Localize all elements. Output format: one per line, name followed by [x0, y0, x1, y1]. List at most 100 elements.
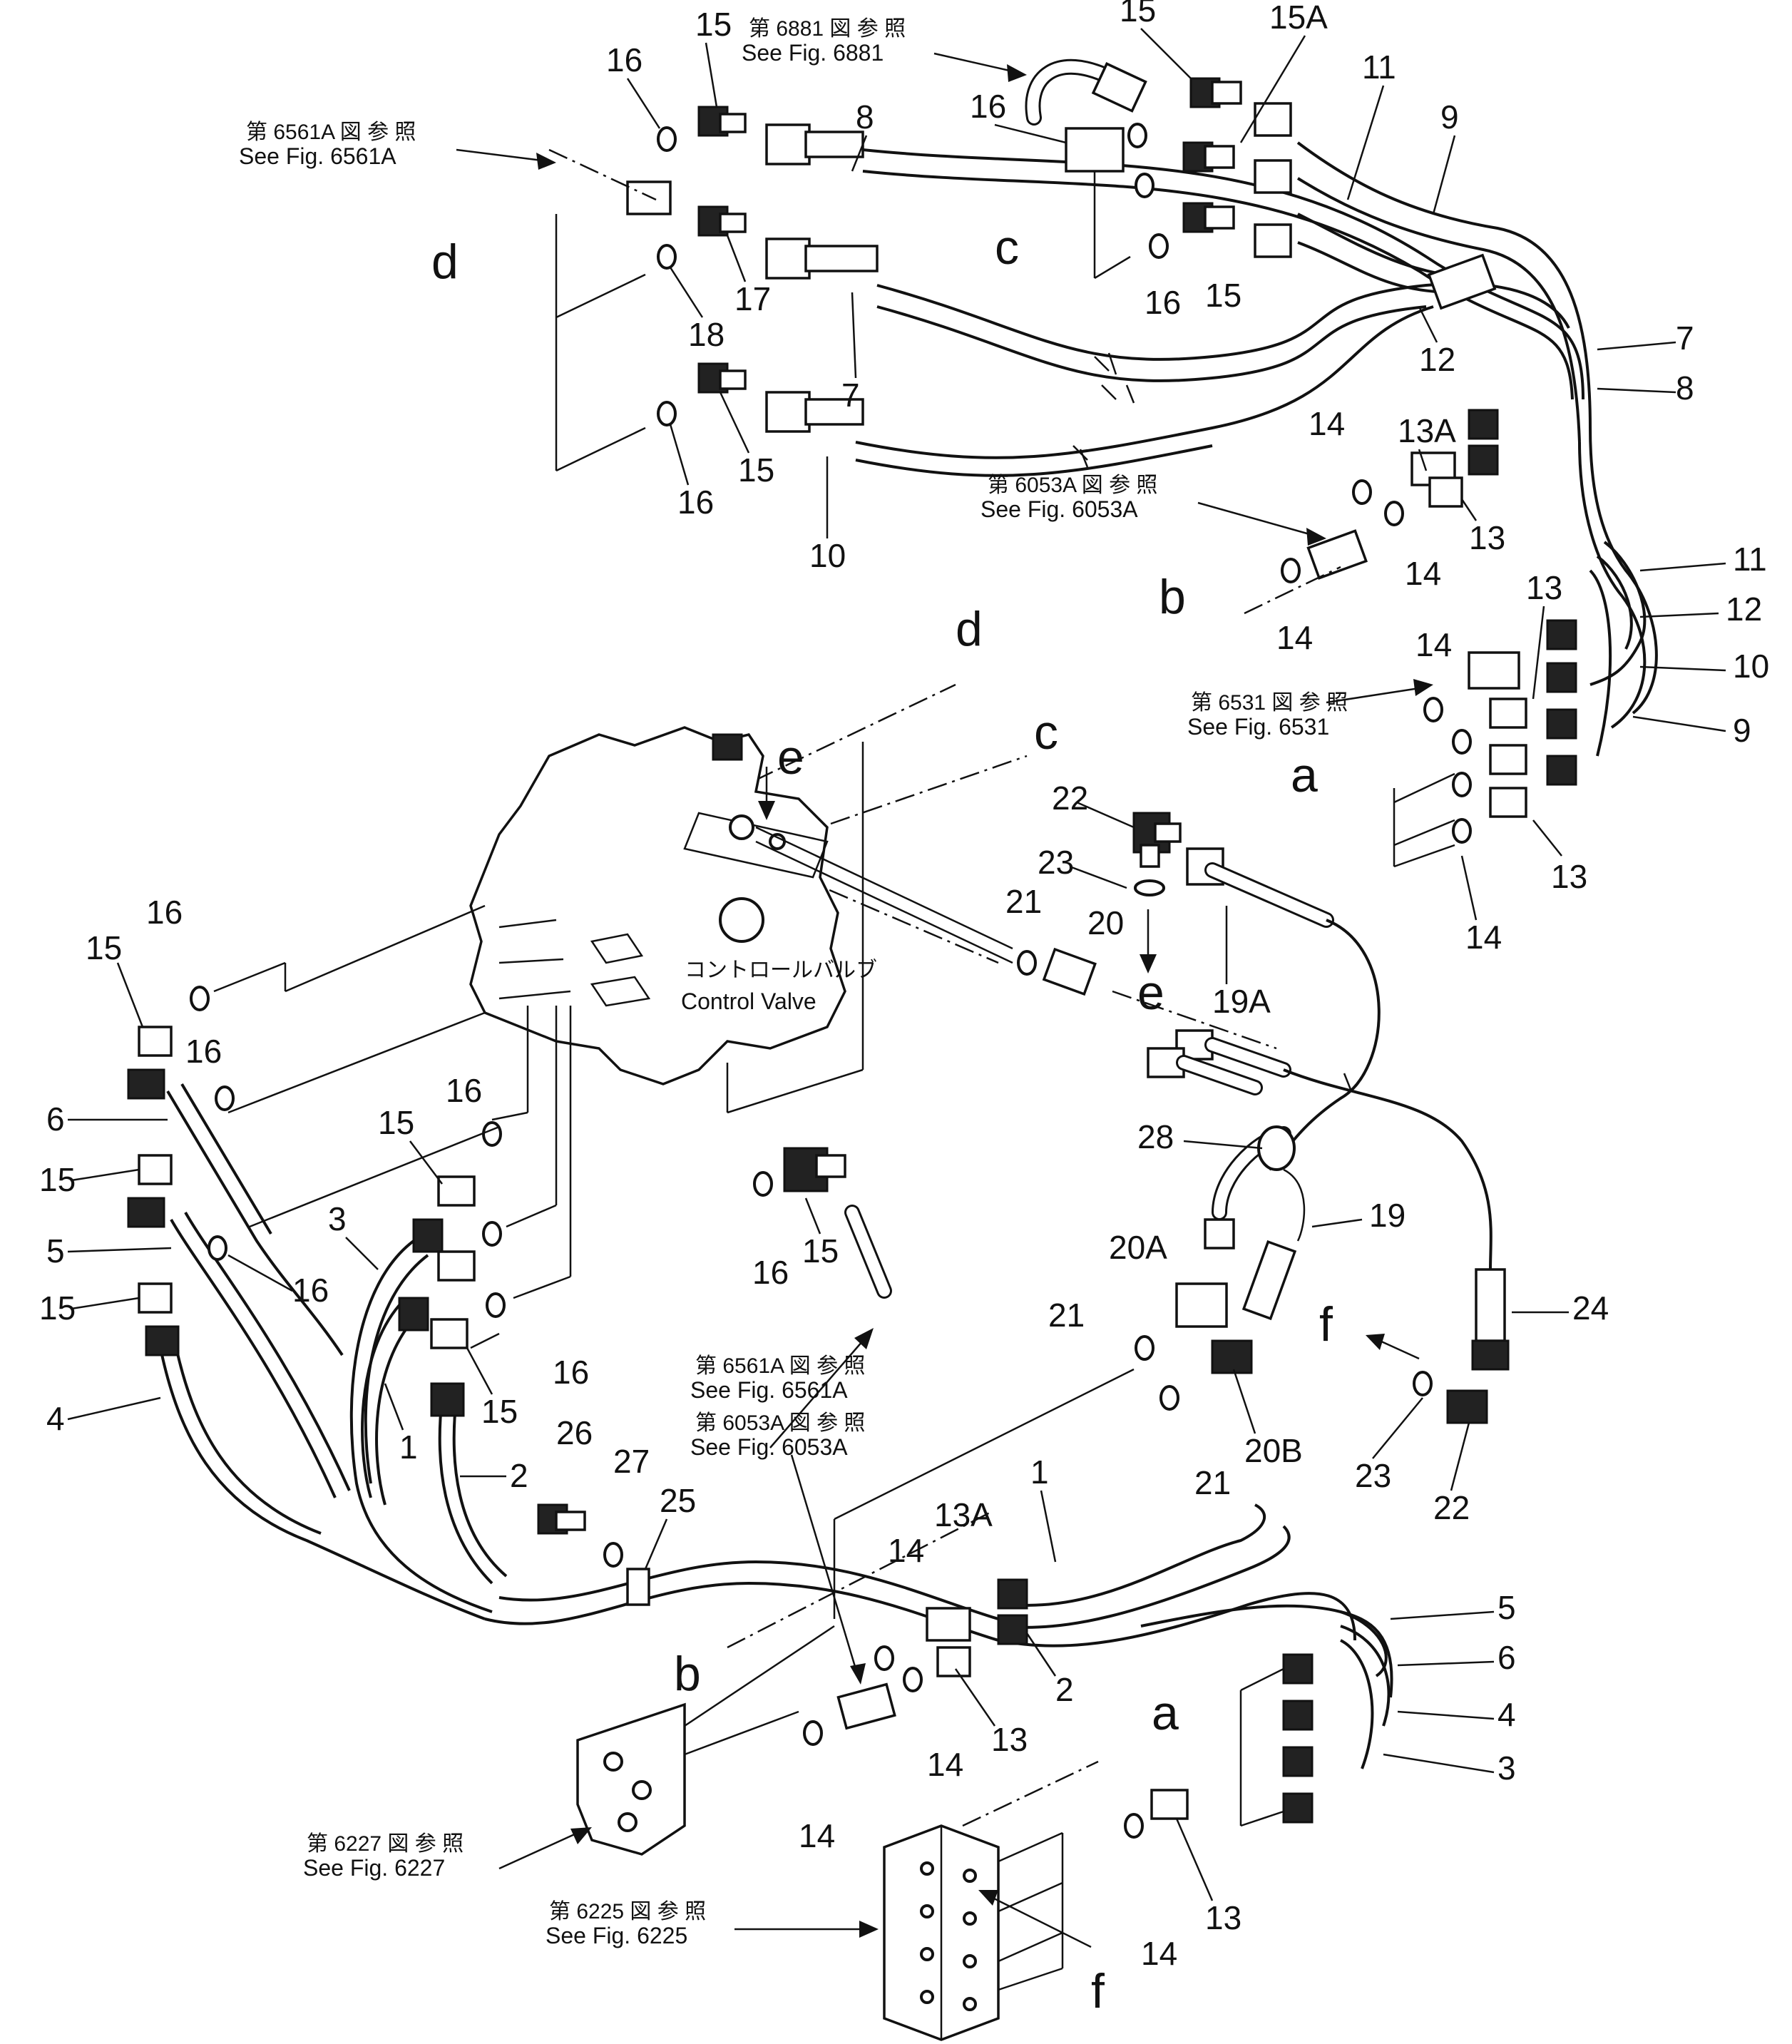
ref-6227-jp: 第 6227 図 参 照 [307, 1832, 464, 1856]
ref-6881-jp: 第 6881 図 参 照 [749, 17, 906, 41]
letter-c-valve: c [1034, 705, 1058, 760]
letter-f-right: f [1319, 1297, 1333, 1351]
callout-21: 21 [1005, 883, 1042, 920]
callout-15: 15 [86, 929, 122, 966]
callout-28: 28 [1137, 1118, 1174, 1155]
reference-letters: d c b a d c e e f b a f [431, 220, 1333, 2018]
letter-d-top: d [431, 235, 459, 289]
callout-16: 16 [146, 894, 183, 931]
callout-13: 13 [1469, 519, 1505, 556]
callout-4: 4 [46, 1400, 65, 1437]
ref-6561A-jp-mid: 第 6561A 図 参 照 [695, 1354, 865, 1378]
ref-6561A-jp-top: 第 6561A 図 参 照 [246, 121, 416, 144]
callout-15: 15 [1120, 0, 1156, 29]
letter-b-top: b [1159, 570, 1186, 624]
callout-23: 23 [1038, 844, 1074, 881]
letter-a-bottom: a [1152, 1686, 1179, 1740]
callout-9: 9 [1733, 712, 1751, 749]
ref-6227-en: See Fig. 6227 [303, 1855, 445, 1881]
callout-18: 18 [688, 316, 725, 353]
callout-13: 13 [1526, 569, 1562, 606]
break-marks [1079, 352, 1353, 1092]
callout-12: 12 [1726, 591, 1762, 628]
callout-22: 22 [1433, 1489, 1470, 1526]
control-valve-label-jp: コントロールバルブ [685, 959, 877, 982]
callout-2: 2 [510, 1457, 528, 1494]
ref-6881-en: See Fig. 6881 [742, 40, 884, 66]
callout-numbers: 15 16 8 17 18 7 15 16 10 16 15 15A 16 15… [39, 0, 1769, 1972]
ref-6561A-en-mid: See Fig. 6561A [690, 1377, 848, 1403]
callout-10: 10 [809, 537, 846, 574]
callout-19A: 19A [1212, 983, 1271, 1020]
callout-6: 6 [1497, 1639, 1516, 1676]
callout-4: 4 [1497, 1696, 1516, 1733]
callout-15A: 15A [1269, 0, 1328, 36]
callout-16: 16 [752, 1254, 789, 1291]
callout-26: 26 [556, 1414, 593, 1451]
callout-16: 16 [970, 88, 1006, 125]
ref-6053A-en-top: See Fig. 6053A [981, 496, 1138, 522]
letter-a-top: a [1291, 748, 1318, 802]
ref-6053A-jp-mid: 第 6053A 図 参 照 [695, 1411, 865, 1435]
callout-14: 14 [927, 1746, 963, 1783]
ref-6225-en: See Fig. 6225 [546, 1923, 687, 1948]
callout-15: 15 [695, 6, 732, 43]
callout-15: 15 [738, 451, 774, 489]
control-valve-label-en: Control Valve [681, 988, 816, 1014]
callout-12: 12 [1419, 341, 1455, 378]
callout-20A: 20A [1109, 1229, 1167, 1266]
callout-27: 27 [613, 1443, 650, 1480]
top-fittings [555, 58, 1577, 868]
callout-7: 7 [1676, 320, 1694, 357]
callout-3: 3 [328, 1200, 347, 1237]
callout-16: 16 [292, 1272, 329, 1309]
letter-d-valve: d [956, 602, 983, 656]
callout-1: 1 [399, 1429, 418, 1466]
callout-13: 13 [991, 1721, 1028, 1758]
callout-7: 7 [841, 377, 860, 414]
callout-17: 17 [734, 280, 771, 317]
callout-14: 14 [888, 1532, 924, 1569]
callout-15: 15 [481, 1393, 518, 1430]
ref-6053A-jp-top: 第 6053A 図 参 照 [988, 474, 1157, 497]
callout-16: 16 [1145, 284, 1181, 321]
reference-arrows [456, 52, 1433, 1948]
letter-e-mid: e [1137, 966, 1164, 1020]
callout-15: 15 [378, 1104, 414, 1141]
callout-14: 14 [799, 1817, 835, 1854]
ref-6225-jp: 第 6225 図 参 照 [549, 1900, 706, 1923]
callout-21: 21 [1194, 1464, 1231, 1501]
callout-3: 3 [1497, 1749, 1516, 1787]
callout-leaders [67, 28, 1726, 1901]
callout-14: 14 [1465, 919, 1502, 956]
ref-6531-en: See Fig. 6531 [1187, 714, 1329, 740]
callout-20: 20 [1087, 904, 1124, 941]
letter-c-top: c [995, 220, 1019, 275]
callout-22: 22 [1052, 780, 1088, 817]
callout-11: 11 [1362, 48, 1396, 86]
callout-6: 6 [46, 1100, 65, 1138]
callout-19: 19 [1369, 1197, 1406, 1234]
callout-14: 14 [1309, 405, 1345, 442]
callout-13: 13 [1551, 858, 1587, 895]
callout-1: 1 [1030, 1453, 1049, 1491]
callout-16: 16 [606, 41, 642, 78]
callout-14: 14 [1415, 626, 1452, 663]
ref-6053A-en-mid: See Fig. 6053A [690, 1434, 848, 1460]
callout-2: 2 [1055, 1671, 1074, 1708]
letter-e-valve: e [777, 730, 804, 785]
callout-10: 10 [1733, 648, 1769, 685]
ref-6531-jp: 第 6531 図 参 照 [1191, 691, 1348, 715]
callout-15: 15 [39, 1161, 76, 1198]
callout-16: 16 [446, 1072, 482, 1109]
callout-14: 14 [1276, 619, 1313, 656]
callout-15: 15 [1205, 277, 1241, 314]
top-hose-bundle [855, 141, 1658, 757]
callout-21: 21 [1048, 1297, 1085, 1334]
callout-25: 25 [660, 1482, 696, 1519]
callout-15: 15 [39, 1289, 76, 1327]
callout-8: 8 [856, 98, 874, 136]
middle-fittings [726, 742, 1510, 1424]
